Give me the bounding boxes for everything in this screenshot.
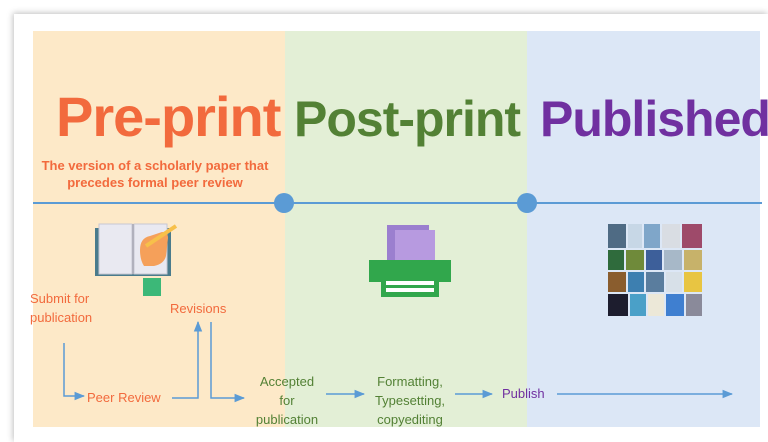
formatting-typesetting-label: Formatting, Typesetting, copyediting: [374, 374, 446, 427]
preprint-title: Pre-print: [56, 85, 281, 148]
published-title: Published: [540, 91, 768, 147]
accepted-for-publication-label: Accepted for publication: [255, 374, 319, 427]
arrow-review-to-revisions: [172, 320, 203, 399]
journal-covers-icon: [608, 224, 702, 316]
publish-label: Publish: [502, 386, 545, 401]
revisions-label: Revisions: [170, 301, 227, 316]
arrow-submit-to-review: [63, 343, 86, 401]
peer-review-label: Peer Review: [87, 390, 161, 405]
book-writing-icon: [95, 223, 178, 296]
preprint-definition-line2: precedes formal peer review: [67, 175, 243, 190]
published-panel: [527, 31, 760, 427]
timeline-node-published: [517, 193, 537, 213]
timeline-node-postprint: [274, 193, 294, 213]
arrow-revisions-to-accepted: [210, 322, 246, 403]
postprint-title: Post-print: [294, 91, 521, 147]
preprint-definition: The version of a scholarly paper that pr…: [40, 157, 270, 191]
submit-for-publication-label: Submit for publication: [30, 291, 93, 325]
preprint-definition-line1: The version of a scholarly paper that: [41, 158, 269, 173]
printer-icon: [369, 225, 451, 297]
